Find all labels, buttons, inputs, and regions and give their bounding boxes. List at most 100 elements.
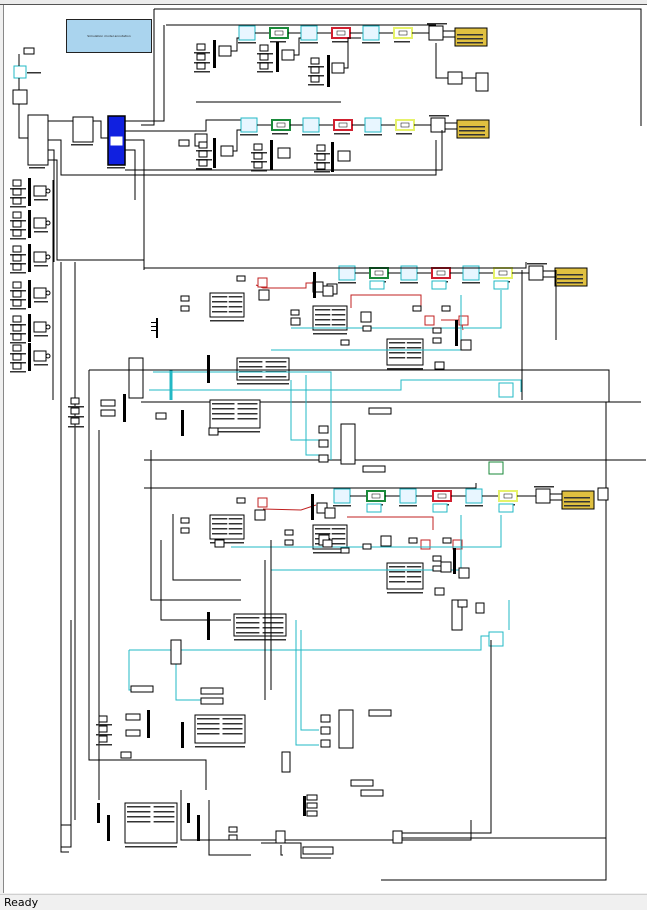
logical-operator-block[interactable]	[275, 830, 286, 844]
signal-line[interactable]	[93, 120, 108, 139]
constant-block[interactable]	[98, 735, 108, 743]
logical-operator-block[interactable]	[392, 830, 403, 844]
scope-block[interactable]	[170, 639, 182, 665]
mux-bar[interactable]	[303, 796, 306, 816]
small-block[interactable]	[208, 427, 219, 436]
gain-block[interactable]	[254, 509, 266, 521]
mux-out-block[interactable]	[324, 507, 336, 519]
constant-block[interactable]	[12, 290, 22, 298]
frame-line[interactable]	[144, 483, 477, 489]
constant-block[interactable]	[284, 529, 294, 536]
multiplier-block[interactable]	[238, 25, 256, 41]
mux-out-block[interactable]	[277, 147, 291, 159]
constant-block[interactable]	[362, 325, 372, 332]
cyan-signal-line[interactable]	[305, 375, 321, 456]
signal-line[interactable]	[280, 845, 283, 856]
cyan-sensor-block[interactable]	[493, 280, 509, 290]
cyan-sensor-block[interactable]	[498, 503, 514, 513]
constant-block[interactable]	[12, 211, 22, 219]
scope-block[interactable]	[475, 72, 489, 92]
mux-bar[interactable]	[28, 178, 31, 206]
multiplier-block[interactable]	[362, 25, 380, 41]
constant-block[interactable]	[441, 305, 451, 312]
constant-block[interactable]	[432, 565, 442, 572]
mux-bar[interactable]	[97, 803, 100, 823]
display-block[interactable]	[368, 407, 392, 415]
constant-block[interactable]	[196, 43, 206, 51]
constant-block[interactable]	[12, 299, 22, 307]
mux-bar[interactable]	[197, 815, 200, 841]
constant-block[interactable]	[12, 353, 22, 361]
constant-block[interactable]	[196, 53, 206, 61]
small-block[interactable]	[318, 439, 329, 448]
selected-subsystem-icon[interactable]	[110, 136, 123, 146]
constant-block[interactable]	[259, 44, 269, 52]
mux-out-block[interactable]	[281, 49, 295, 61]
constant-block[interactable]	[12, 254, 22, 262]
constant-block[interactable]	[12, 333, 22, 341]
block-diagram[interactable]	[4, 5, 647, 893]
constant-block[interactable]	[12, 179, 22, 187]
gain-block[interactable]	[155, 412, 167, 420]
mux-bar[interactable]	[327, 55, 330, 87]
cyan-signal-line[interactable]	[291, 290, 502, 329]
red-signal-line[interactable]	[262, 504, 317, 511]
cyan-signal-line[interactable]	[231, 515, 502, 548]
inverse-kinematics-subsystem[interactable]	[236, 357, 290, 381]
constant-block[interactable]	[180, 295, 190, 302]
cyan-signal-line[interactable]	[295, 620, 319, 746]
red-gain-block[interactable]	[424, 315, 435, 326]
mux-bar[interactable]	[28, 244, 31, 272]
constant-block[interactable]	[340, 547, 350, 554]
mux-bar[interactable]	[181, 410, 184, 436]
small-block[interactable]	[214, 539, 225, 548]
scope-block[interactable]	[128, 357, 144, 399]
multiplier-block[interactable]	[240, 117, 258, 133]
switch-block[interactable]	[528, 265, 544, 281]
mux-out-block[interactable]	[322, 285, 334, 297]
small-block[interactable]	[290, 317, 301, 326]
scope-block[interactable]	[451, 599, 463, 631]
main-mux-subsystem[interactable]	[124, 802, 178, 844]
constant-block[interactable]	[316, 144, 326, 152]
mux-bar[interactable]	[213, 138, 216, 168]
small-block[interactable]	[434, 587, 445, 596]
signal-line[interactable]	[125, 25, 165, 122]
display-block[interactable]	[200, 697, 224, 705]
red-signal-line[interactable]	[347, 516, 434, 530]
joint-input-block[interactable]	[33, 321, 47, 333]
constant-block[interactable]	[432, 337, 442, 344]
constant-block[interactable]	[180, 527, 190, 534]
cyan-signal-line[interactable]	[129, 635, 501, 651]
constant-block[interactable]	[306, 794, 318, 801]
small-block[interactable]	[320, 739, 331, 748]
constant-block[interactable]	[236, 497, 246, 504]
logical-operator-block[interactable]	[475, 602, 485, 614]
mux-out-block[interactable]	[220, 145, 234, 157]
display-block[interactable]	[362, 465, 386, 473]
cyan-signal-line[interactable]	[290, 380, 321, 441]
small-block[interactable]	[322, 539, 333, 548]
constant-block[interactable]	[432, 555, 442, 562]
constant-block[interactable]	[198, 141, 208, 149]
model-annotation[interactable]: Simulation model annotation	[66, 19, 152, 53]
switch-block[interactable]	[428, 25, 444, 41]
mux-bar[interactable]	[107, 815, 110, 841]
out-port[interactable]	[23, 47, 35, 55]
multiplier-block[interactable]	[300, 25, 318, 41]
spring-block[interactable]	[72, 116, 94, 143]
mux-out-block[interactable]	[337, 150, 351, 162]
scope-block[interactable]	[338, 709, 354, 749]
constant-block[interactable]	[253, 161, 263, 169]
small-block[interactable]	[457, 599, 468, 608]
constant-block[interactable]	[432, 327, 442, 334]
joint-actuator[interactable]	[27, 114, 49, 166]
display-block[interactable]	[302, 846, 334, 855]
joint-input-block[interactable]	[33, 251, 47, 263]
joint-input-block[interactable]	[33, 287, 47, 299]
display-block[interactable]	[130, 685, 154, 693]
cyan-sensor-block[interactable]	[369, 280, 385, 290]
cyan-signal-line[interactable]	[175, 660, 201, 701]
mux-bar[interactable]	[213, 40, 216, 68]
mux-bar[interactable]	[123, 394, 126, 422]
